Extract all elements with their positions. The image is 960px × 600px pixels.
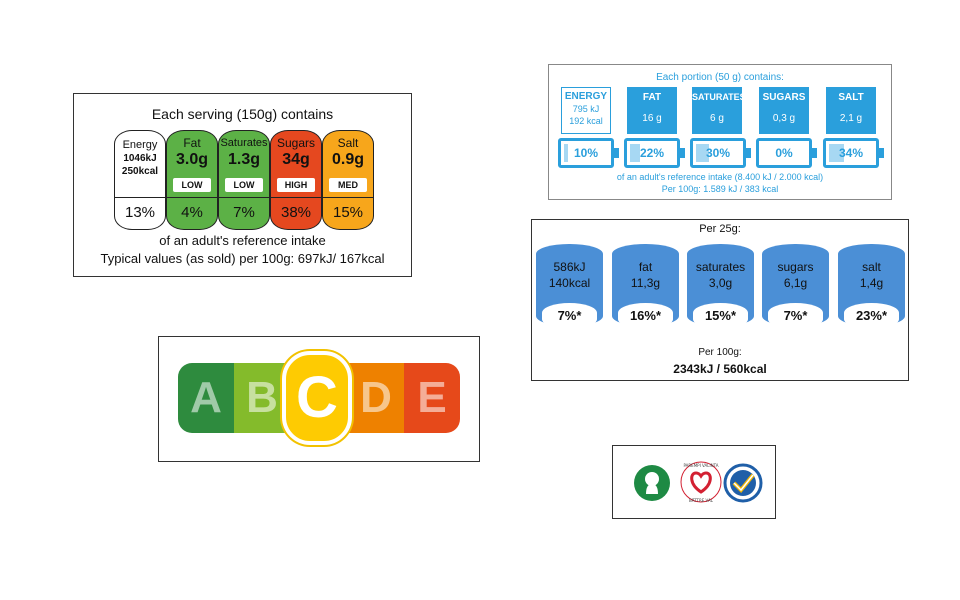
uk-nutrient-name: Salt: [337, 136, 359, 150]
cylinder-line1: 586kJ: [553, 260, 586, 274]
uk-nutrient-level: LOW: [173, 178, 211, 192]
battery-label: Each portion (50 g) contains: ENERGY 795…: [548, 64, 892, 200]
battery-nutrient-amount: 2,1 g: [839, 113, 863, 124]
nutri-score-label: A B D E C: [158, 336, 480, 462]
uk-nutrient-name: Sugars: [276, 136, 316, 150]
nutri-grade-a: A: [178, 363, 234, 433]
nutri-grade-b: B: [234, 363, 290, 433]
uk-nutrient-percent: 7%: [233, 204, 255, 221]
battery-nutrient-name: SATURATES: [692, 92, 746, 102]
health-logos-panel: PAREMPI VALINTA BÄTTRE VAL: [612, 445, 776, 519]
battery-per100-text: Per 100g: 1.589 kJ / 383 kcal: [661, 184, 779, 194]
uk-energy-kcal: 250kcal: [121, 166, 159, 177]
uk-fat-cell: Fat 3.0g LOW 4%: [166, 130, 218, 230]
cylinder-line2: 140kcal: [548, 276, 591, 290]
uk-reference-text: of an adult's reference intake: [159, 233, 326, 248]
uk-saturates-cell: Saturates 1.3g LOW 7%: [218, 130, 270, 230]
battery-energy-percent: 10%: [573, 146, 599, 160]
cylinder-energy: 586kJ 140kcal 7%*: [536, 244, 603, 329]
cylinder-percent: 23%*: [844, 303, 899, 329]
cylinder-sugars: sugars 6,1g 7%*: [762, 244, 829, 329]
cylinder-line2: 6,1g: [783, 276, 808, 290]
battery-nutrient-name: SUGARS: [762, 92, 806, 103]
svg-text:PAREMPI VALINTA: PAREMPI VALINTA: [684, 463, 719, 468]
cylinder-percent: 7%*: [768, 303, 823, 329]
cylinder-line1: saturates: [695, 260, 746, 274]
nutri-grade-d: D: [348, 363, 404, 433]
uk-typical-values: Typical values (as sold) per 100g: 697kJ…: [100, 251, 385, 266]
battery-nutrient-amount: 6 g: [710, 113, 724, 124]
cylinder-salt: salt 1,4g 23%*: [838, 244, 905, 329]
uk-nutrient-name: Saturates: [220, 137, 268, 149]
battery-heading: Each portion (50 g) contains:: [656, 72, 784, 83]
battery-nutrient-percent: 34%: [838, 146, 864, 160]
keyhole-logo-icon: [634, 465, 670, 501]
uk-energy-cell: Energy 1046kJ 250kcal 13%: [114, 130, 166, 230]
cylinder-label: Per 25g: 586kJ 140kcal 7%* fat 11,3g 16%…: [531, 219, 909, 381]
nutri-grade-e: E: [404, 363, 460, 433]
battery-nutrient-name: SALT: [838, 92, 864, 103]
uk-nutrient-amount: 1.3g: [227, 151, 260, 168]
battery-sugars-box: SUGARS 0,3 g: [759, 87, 809, 134]
cylinder-per100-value: 2343kJ / 560kcal: [673, 362, 767, 376]
uk-nutrient-percent: 38%: [280, 204, 312, 221]
svg-text:BÄTTRE VAL: BÄTTRE VAL: [689, 498, 714, 503]
cylinder-saturates: saturates 3,0g 15%*: [687, 244, 754, 329]
uk-nutrient-level: MED: [329, 178, 367, 192]
uk-nutrient-amount: 3.0g: [175, 151, 208, 168]
battery-energy-kcal: 192 kcal: [569, 116, 603, 126]
cylinder-percent: 7%*: [542, 303, 597, 329]
heart-logo-icon: PAREMPI VALINTA BÄTTRE VAL: [680, 461, 722, 503]
uk-nutrient-amount: 34g: [282, 151, 310, 168]
uk-nutrient-amount: 0.9g: [331, 151, 364, 168]
battery-fat-gauge: 22%: [624, 138, 685, 168]
uk-traffic-light-label: Each serving (150g) contains Energy 1046…: [73, 93, 412, 277]
battery-nutrient-name: FAT: [642, 92, 662, 103]
uk-nutrient-level: LOW: [225, 178, 263, 192]
battery-energy-gauge: 10%: [558, 138, 619, 168]
cylinder-line2: 1,4g: [859, 276, 884, 290]
uk-nutrient-name: Fat: [183, 136, 201, 150]
cylinder-per100-label: Per 100g:: [698, 347, 742, 358]
cylinder-line1: salt: [862, 260, 881, 274]
uk-energy-kj: 1046kJ: [123, 153, 157, 164]
cylinder-heading: Per 25g:: [699, 223, 741, 235]
battery-nutrient-percent: 22%: [639, 146, 665, 160]
cylinder-line2: 11,3g: [630, 276, 661, 290]
battery-reference-text: of an adult's reference intake (8.400 kJ…: [616, 172, 824, 182]
battery-nutrient-percent: 30%: [705, 146, 731, 160]
battery-saturates-box: SATURATES 6 g: [692, 87, 746, 134]
uk-energy-name: Energy: [122, 139, 158, 151]
checkmark-logo-icon: [723, 463, 763, 503]
battery-fat-box: FAT 16 g: [627, 87, 677, 134]
cylinder-percent: 16%*: [618, 303, 673, 329]
uk-nutrient-percent: 15%: [332, 204, 364, 221]
battery-nutrient-amount: 0,3 g: [772, 113, 796, 124]
cylinder-line1: fat: [638, 260, 653, 274]
uk-salt-cell: Salt 0.9g MED 15%: [322, 130, 374, 230]
uk-label-heading: Each serving (150g) contains: [151, 106, 334, 122]
cylinder-line2: 3,0g: [708, 276, 733, 290]
battery-energy-name: ENERGY: [564, 91, 608, 102]
battery-salt-gauge: 34%: [823, 138, 884, 168]
battery-salt-box: SALT 2,1 g: [826, 87, 876, 134]
cylinder-line1: sugars: [777, 260, 814, 274]
uk-sugars-cell: Sugars 34g HIGH 38%: [270, 130, 322, 230]
nutri-score-bar: A B D E C: [178, 351, 460, 445]
uk-energy-percent: 13%: [124, 204, 156, 221]
nutri-grade-c-selected: C: [282, 351, 352, 445]
battery-nutrient-amount: 16 g: [642, 113, 662, 124]
uk-nutrient-percent: 4%: [181, 204, 203, 221]
battery-energy-kj: 795 kJ: [572, 104, 600, 114]
cylinder-percent: 15%*: [693, 303, 748, 329]
battery-energy-box: ENERGY 795 kJ 192 kcal: [561, 87, 611, 134]
uk-nutrient-level: HIGH: [277, 178, 315, 192]
cylinder-fat: fat 11,3g 16%*: [612, 244, 679, 329]
battery-sugars-gauge: 0%: [756, 138, 817, 168]
battery-nutrient-percent: 0%: [775, 146, 793, 160]
battery-saturates-gauge: 30%: [690, 138, 751, 168]
